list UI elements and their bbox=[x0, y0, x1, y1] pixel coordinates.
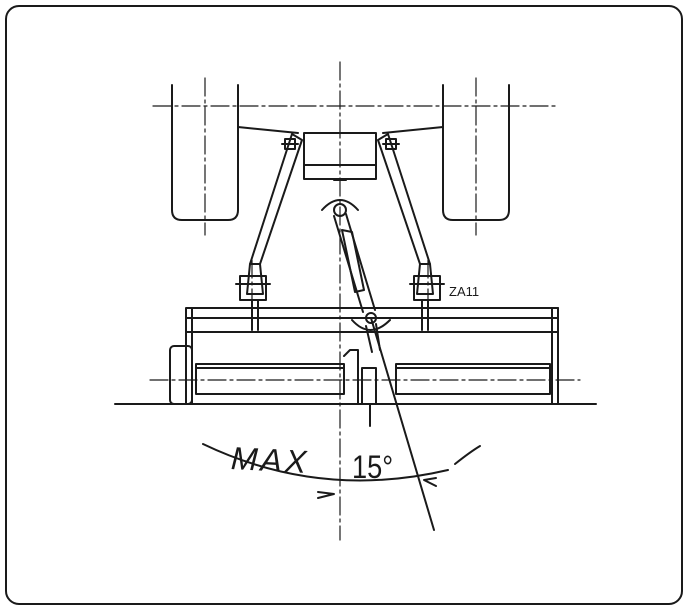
right-tire bbox=[442, 84, 510, 221]
implement-hitch bbox=[351, 312, 435, 531]
implement-frame bbox=[114, 307, 597, 427]
left-lift-arm bbox=[235, 133, 303, 331]
angle-value-label: 15° bbox=[352, 449, 394, 485]
right-lift-arm bbox=[377, 133, 445, 331]
figure-code-label: ZA11 bbox=[449, 284, 480, 299]
max-label: MAX bbox=[230, 440, 311, 481]
top-link bbox=[321, 179, 376, 313]
angle-arc bbox=[202, 443, 481, 499]
left-tire bbox=[171, 84, 239, 221]
hitch-diagram bbox=[114, 61, 597, 541]
